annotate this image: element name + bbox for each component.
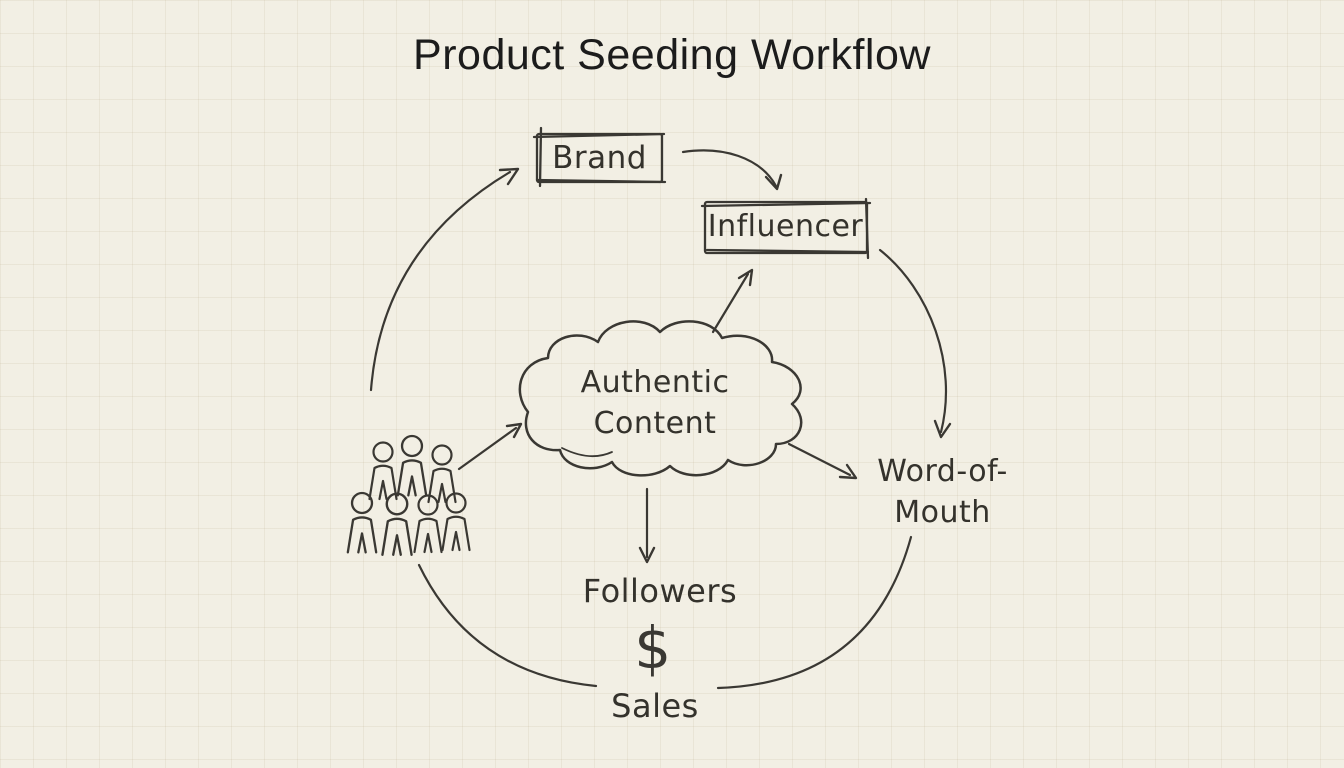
edge-cloud-to-followers [638, 487, 656, 564]
followers-label: Followers [582, 572, 738, 610]
arrowhead-to-brand [498, 167, 520, 186]
influencer-box [700, 197, 872, 260]
crowd-icon [346, 434, 471, 556]
arrowhead-to-wom [933, 419, 952, 439]
arrowhead-cloud-followers [638, 546, 656, 564]
edge-sales-to-brand [369, 167, 598, 688]
sales-label: Sales [611, 687, 699, 725]
brand-box [532, 126, 667, 188]
edge-cloud-to-influencer [711, 268, 754, 334]
arrowhead-to-influencer [764, 173, 783, 191]
page-title: Product Seeding Workflow [413, 31, 931, 79]
influencer-node-label: Influencer [707, 209, 864, 244]
dollar-icon: $ [634, 614, 672, 682]
edge-influencer-to-wom [878, 248, 952, 439]
word-of-mouth-label: Word-of- Mouth [845, 451, 1040, 533]
brand-node-label: Brand [552, 140, 647, 176]
authentic-content-cloud [518, 320, 803, 477]
word-of-mouth-line1: Word-of- [877, 454, 1008, 489]
arrowhead-audience-cloud [505, 422, 523, 439]
edge-brand-to-influencer [681, 149, 783, 191]
authentic-content-line1: Authentic [580, 365, 730, 400]
edge-audience-to-cloud [457, 422, 523, 471]
arrowhead-cloud-wom [838, 463, 858, 480]
arrowhead-cloud-influencer [737, 268, 754, 287]
authentic-content-line2: Content [593, 406, 717, 441]
authentic-content-label: Authentic Content [545, 362, 765, 444]
word-of-mouth-line2: Mouth [894, 495, 991, 530]
edge-cloud-to-wom [787, 442, 858, 480]
edge-wom-to-sales [716, 535, 913, 690]
